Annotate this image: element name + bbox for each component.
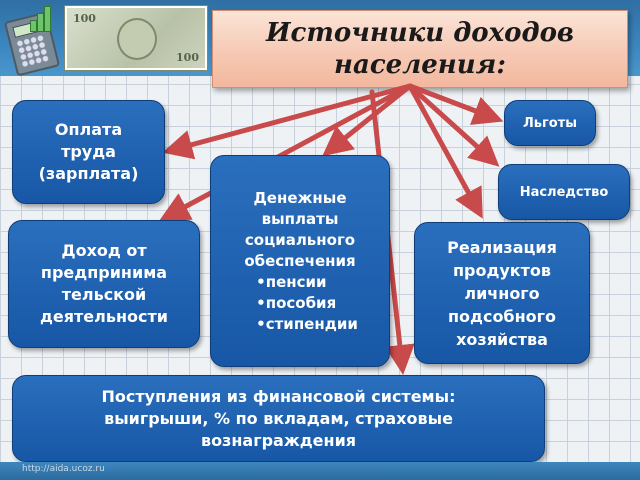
social-payments-list: пенсии пособия стипендии <box>242 272 358 335</box>
financial-system-box: Поступления из финансовой системы: выигр… <box>12 375 545 462</box>
arrow-to-social <box>322 83 413 157</box>
wage-box: Оплата труда (зарплата) <box>12 100 165 204</box>
social-payments-box: Денежные выплаты социального обеспечения… <box>210 155 390 367</box>
footer-url: http://aida.ucoz.ru <box>22 464 105 474</box>
benefits-label: Льготы <box>522 115 578 131</box>
inheritance-label: Наследство <box>519 184 609 200</box>
arrow-to-business <box>159 83 413 221</box>
farm-sales-label: Реализация продуктов личного подсобного … <box>447 237 557 349</box>
inheritance-box: Наследство <box>498 164 630 220</box>
social-payments-title: Денежные выплаты социального обеспечения <box>244 188 356 270</box>
diagram-title: Источники доходов населения: <box>265 18 574 80</box>
arrow-to-farm <box>407 83 483 219</box>
farm-sales-box: Реализация продуктов личного подсобного … <box>414 222 590 364</box>
diagram-title-box: Источники доходов населения: <box>212 10 628 88</box>
arrow-to-inheritance <box>407 83 500 167</box>
business-income-label: Доход от предпринима тельской деятельнос… <box>39 241 169 326</box>
financial-system-label: Поступления из финансовой системы: выигр… <box>101 386 456 450</box>
list-item: стипендии <box>256 314 358 335</box>
wage-label: Оплата труда (зарплата) <box>38 120 139 183</box>
list-item: пенсии <box>256 272 358 293</box>
business-income-box: Доход от предпринима тельской деятельнос… <box>8 220 200 348</box>
banknote-icon: 100 100 <box>65 6 207 70</box>
footer-bar <box>0 462 640 480</box>
growth-chart-icon <box>30 4 56 32</box>
arrow-to-benefits <box>407 83 504 125</box>
list-item: пособия <box>256 293 358 314</box>
benefits-box: Льготы <box>504 100 596 146</box>
